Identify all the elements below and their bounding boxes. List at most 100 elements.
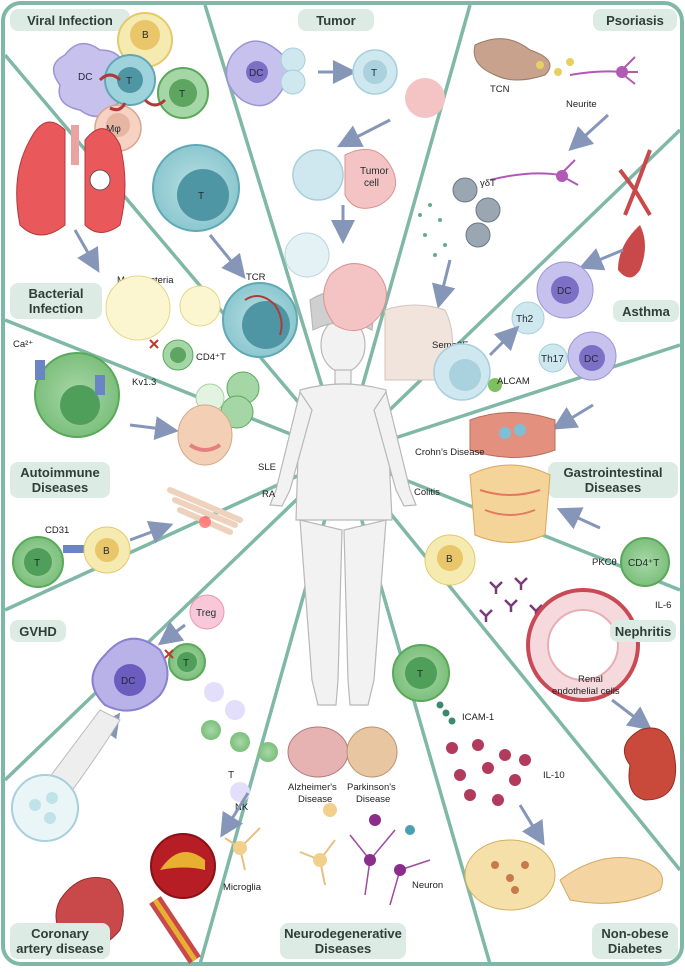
viral-infection-label: Viral Infection [27,13,113,28]
gastro-label-box [548,462,678,498]
autoimmune-arrow-1 [129,416,179,441]
parkinson-label-1: Parkinson's [347,782,396,793]
gastro-dc-label: DC [584,354,598,365]
psoriasis-label: Psoriasis [606,13,664,28]
panel-neuro: Alzheimer's Disease Parkinson's Disease … [223,726,443,959]
big-t-label: T [198,191,204,202]
psoriasis-label-box [593,9,677,31]
autoimmune-label-1: Autoimmune [20,465,99,480]
gastro-cd4t-label: CD4⁺T [628,558,659,569]
cd4t-bact-label: CD4⁺T [196,352,226,363]
tcr-label: TCR [246,272,266,283]
pancreas [559,857,663,904]
tcn-label: TCN [490,84,510,95]
asthma-arrow-1 [578,248,624,271]
nod-arrow [518,804,545,846]
nephritis-label-box [610,620,676,642]
parkinson-label-2: Disease [356,794,390,805]
ra-t-label: T [34,558,40,569]
gvhd-dc-label: DC [121,676,135,687]
nephritis-b-label: B [446,554,453,565]
panel-autoimmune: Ca²⁺ Kv1.3 Autoimmune Diseases SLE RA CD… [10,339,276,588]
ra-b-label: B [103,546,110,557]
sema3e-label: Sema3E [432,340,468,351]
treg-label: Treg [196,608,216,619]
coronary-label-1: Coronary [31,926,90,941]
pkc-label: PKCθ [592,557,617,568]
panel-nod: T ICAM-1 IL-10 Non-obese Diabetes [392,644,678,959]
nod-label-2: Diabetes [608,941,662,956]
t-cell-label-2: T [179,89,185,100]
colon [469,464,551,543]
renal-label-1: Renal [578,674,603,685]
panel-bacterial-infection: Mycobacteria Bacterial Infection CD4⁺T T… [10,121,298,429]
autoimmune-label-2: Diseases [32,480,88,495]
neuro-label-1: Neurodegenerative [284,926,402,941]
bacterial-arrow-1 [73,229,100,273]
tumor-label: Tumor [316,13,355,28]
nod-label-1: Non-obese [601,926,668,941]
intestine-section [469,412,556,458]
nephritis-arrow [611,698,653,731]
alzheimer-label-1: Alzheimer's [288,782,337,793]
il6-label: IL-6 [655,600,671,611]
bronchi [618,149,652,217]
th17-label: Th17 [541,354,564,365]
bacterial-label-box [10,283,102,319]
dc-label: DC [78,72,92,83]
panel-asthma: DC Th2 Asthma Sema3E ALCAM [432,149,679,401]
coronary-t-label: T [228,770,234,781]
t-cell-label: T [126,76,132,87]
crohns-label: Crohn’s Disease [415,447,485,458]
colitis-label: Colitis [414,487,440,498]
gastro-arrow-2 [556,507,601,530]
kv13-label: Kv1.3 [132,377,156,388]
renal-label-2: endothelial cells [552,686,620,697]
head-sle [177,404,233,466]
alzheimer-brain [287,726,349,778]
coronary-arrow [220,792,250,838]
tumor-label-box [298,9,374,31]
tumor-dc-label: DC [249,68,263,79]
autoimmune-arrow-2 [129,520,174,544]
gastro-label-2: Diseases [585,480,641,495]
cd31-label: CD31 [45,525,69,536]
viral-infection-label-box [10,9,130,31]
panel-tumor: Tumor DC T Tumor cell [225,9,445,332]
gastro-arrow-1 [552,403,594,430]
gvhd-label: GVHD [19,624,57,639]
coronary-label-2: artery disease [16,941,103,956]
nephritis-label: Nephritis [615,624,671,639]
tumor-cell-label-1: Tumor [360,166,389,177]
tcn-cell [473,38,551,81]
psoriasis-arrow-1 [568,113,610,152]
neurite-label: Neurite [566,99,597,110]
panel-gvhd: Treg T DC GVHD [10,594,225,842]
bacterial-label-1: Bacterial [29,286,84,301]
nod-label-box [592,923,678,959]
autoimmune-label-box [10,462,110,498]
gastro-label-1: Gastrointestinal [564,465,663,480]
sle-label: SLE [258,462,276,473]
gvhd-label-box [10,620,66,642]
tumor-cell-label-2: cell [364,178,379,189]
tumor-arrow-2 [336,118,391,148]
neuron-label: Neuron [412,880,443,891]
neuro-label-2: Diseases [315,941,371,956]
lung-left [16,121,66,236]
panel-coronary: T NK Coronary artery disease [10,682,278,964]
asthma-dc-label: DC [557,286,571,297]
asthma-label-box [613,300,679,322]
macrophage-label: Mφ [106,124,121,135]
alcam-label: ALCAM [497,376,530,387]
panel-viral-infection: Viral Infection B DC T T Mφ [10,9,209,152]
asthma-arrow-2 [488,325,520,357]
calcium-label: Ca²⁺ [13,339,33,350]
coronary-label-box [10,923,110,959]
nod-t-label: T [417,669,423,680]
tumor-t-label: T [371,68,377,79]
kidney [623,727,677,801]
asthma-label: Asthma [622,304,670,319]
bacterial-label-2: Infection [29,301,83,316]
